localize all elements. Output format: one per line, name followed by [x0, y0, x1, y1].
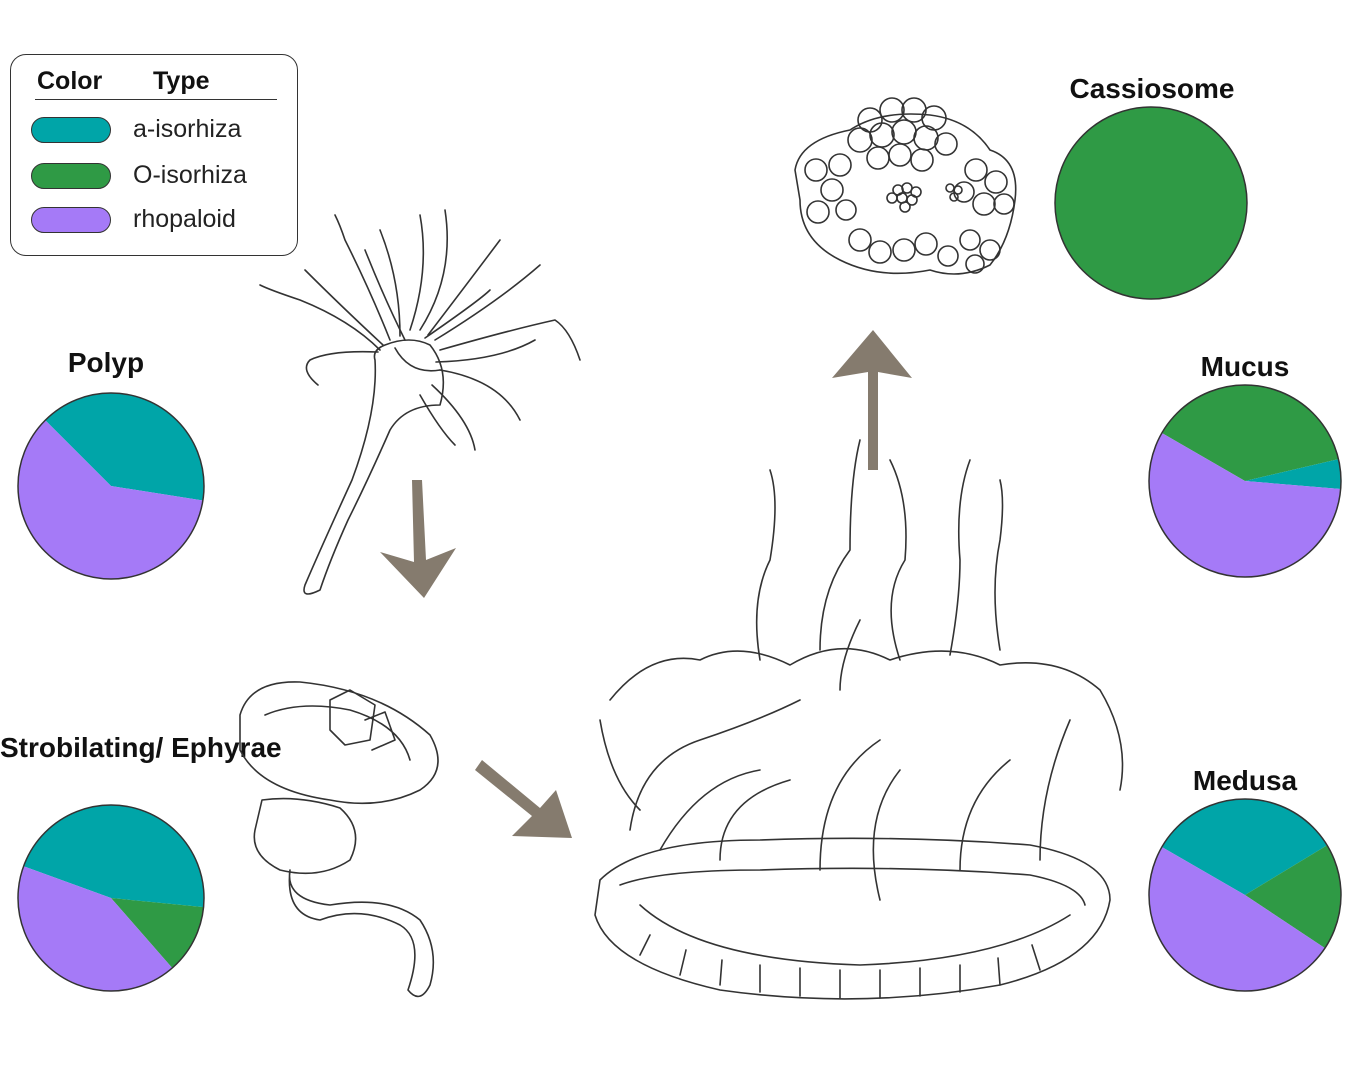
pie-outline [17, 392, 205, 580]
pie-charts [17, 106, 1342, 992]
legend-item-o-isorhiza: O-isorhiza [31, 161, 291, 191]
legend-header-type: Type [153, 67, 210, 95]
pie-slice-a-isorhiza [1161, 799, 1328, 895]
arrow-strobila-to-medusa [475, 760, 572, 838]
pie-slice-o-isorhiza [111, 898, 204, 968]
pie-title-polyp: Polyp [67, 347, 145, 378]
pie-slice-rhopaloid [1149, 433, 1341, 577]
legend-swatch-a-isorhiza [31, 117, 111, 143]
legend-box: Color Type a-isorhiza O-isorhiza rhopalo… [10, 54, 298, 256]
pie-title-mucus: Mucus [1200, 351, 1290, 382]
pie-slice-a-isorhiza [1245, 459, 1342, 490]
legend-label-a-isorhiza: a-isorhiza [133, 115, 242, 143]
pie-slice-o-isorhiza [1161, 385, 1339, 481]
medusa-drawing [594, 439, 1124, 1000]
legend-swatch-o-isorhiza [31, 163, 111, 189]
pie-mucus [1148, 384, 1342, 578]
pie-cassiosome [1054, 106, 1248, 300]
arrows [380, 330, 912, 838]
pie-slice-rhopaloid [1148, 847, 1325, 992]
pie-slice-o-isorhiza [1055, 107, 1247, 299]
pie-outline [1148, 798, 1342, 992]
pie-medusa [1148, 798, 1342, 992]
legend-item-a-isorhiza: a-isorhiza [31, 115, 291, 145]
pie-slice-a-isorhiza [45, 393, 204, 501]
pie-outline [1148, 384, 1342, 578]
legend-header-color: Color [37, 67, 103, 95]
pie-title-cassiosome: Cassiosome [1069, 73, 1235, 104]
cassiosome-drawing [794, 97, 1017, 275]
legend-item-rhopaloid: rhopaloid [31, 205, 291, 235]
legend-swatch-rhopaloid [31, 207, 111, 233]
legend-label-rhopaloid: rhopaloid [133, 205, 236, 233]
pie-outline [17, 804, 205, 992]
pie-polyp [17, 392, 205, 580]
legend-header: Color Type [35, 67, 277, 100]
pie-title-medusa: Medusa [1192, 765, 1298, 796]
pie-slice-rhopaloid [17, 866, 173, 992]
pie-slice-o-isorhiza [1245, 845, 1342, 949]
arrow-medusa-to-cassiosome [832, 330, 912, 470]
pie-outline [1054, 106, 1248, 300]
legend-label-o-isorhiza: O-isorhiza [133, 161, 247, 189]
pie-slice-a-isorhiza [23, 804, 205, 908]
strobila-drawing [239, 681, 439, 998]
pie-slice-rhopaloid [17, 420, 203, 579]
pie-strobilating-ephyrae [17, 804, 205, 992]
polyp-drawing [259, 209, 581, 595]
arrow-polyp-to-strobila [380, 480, 456, 598]
